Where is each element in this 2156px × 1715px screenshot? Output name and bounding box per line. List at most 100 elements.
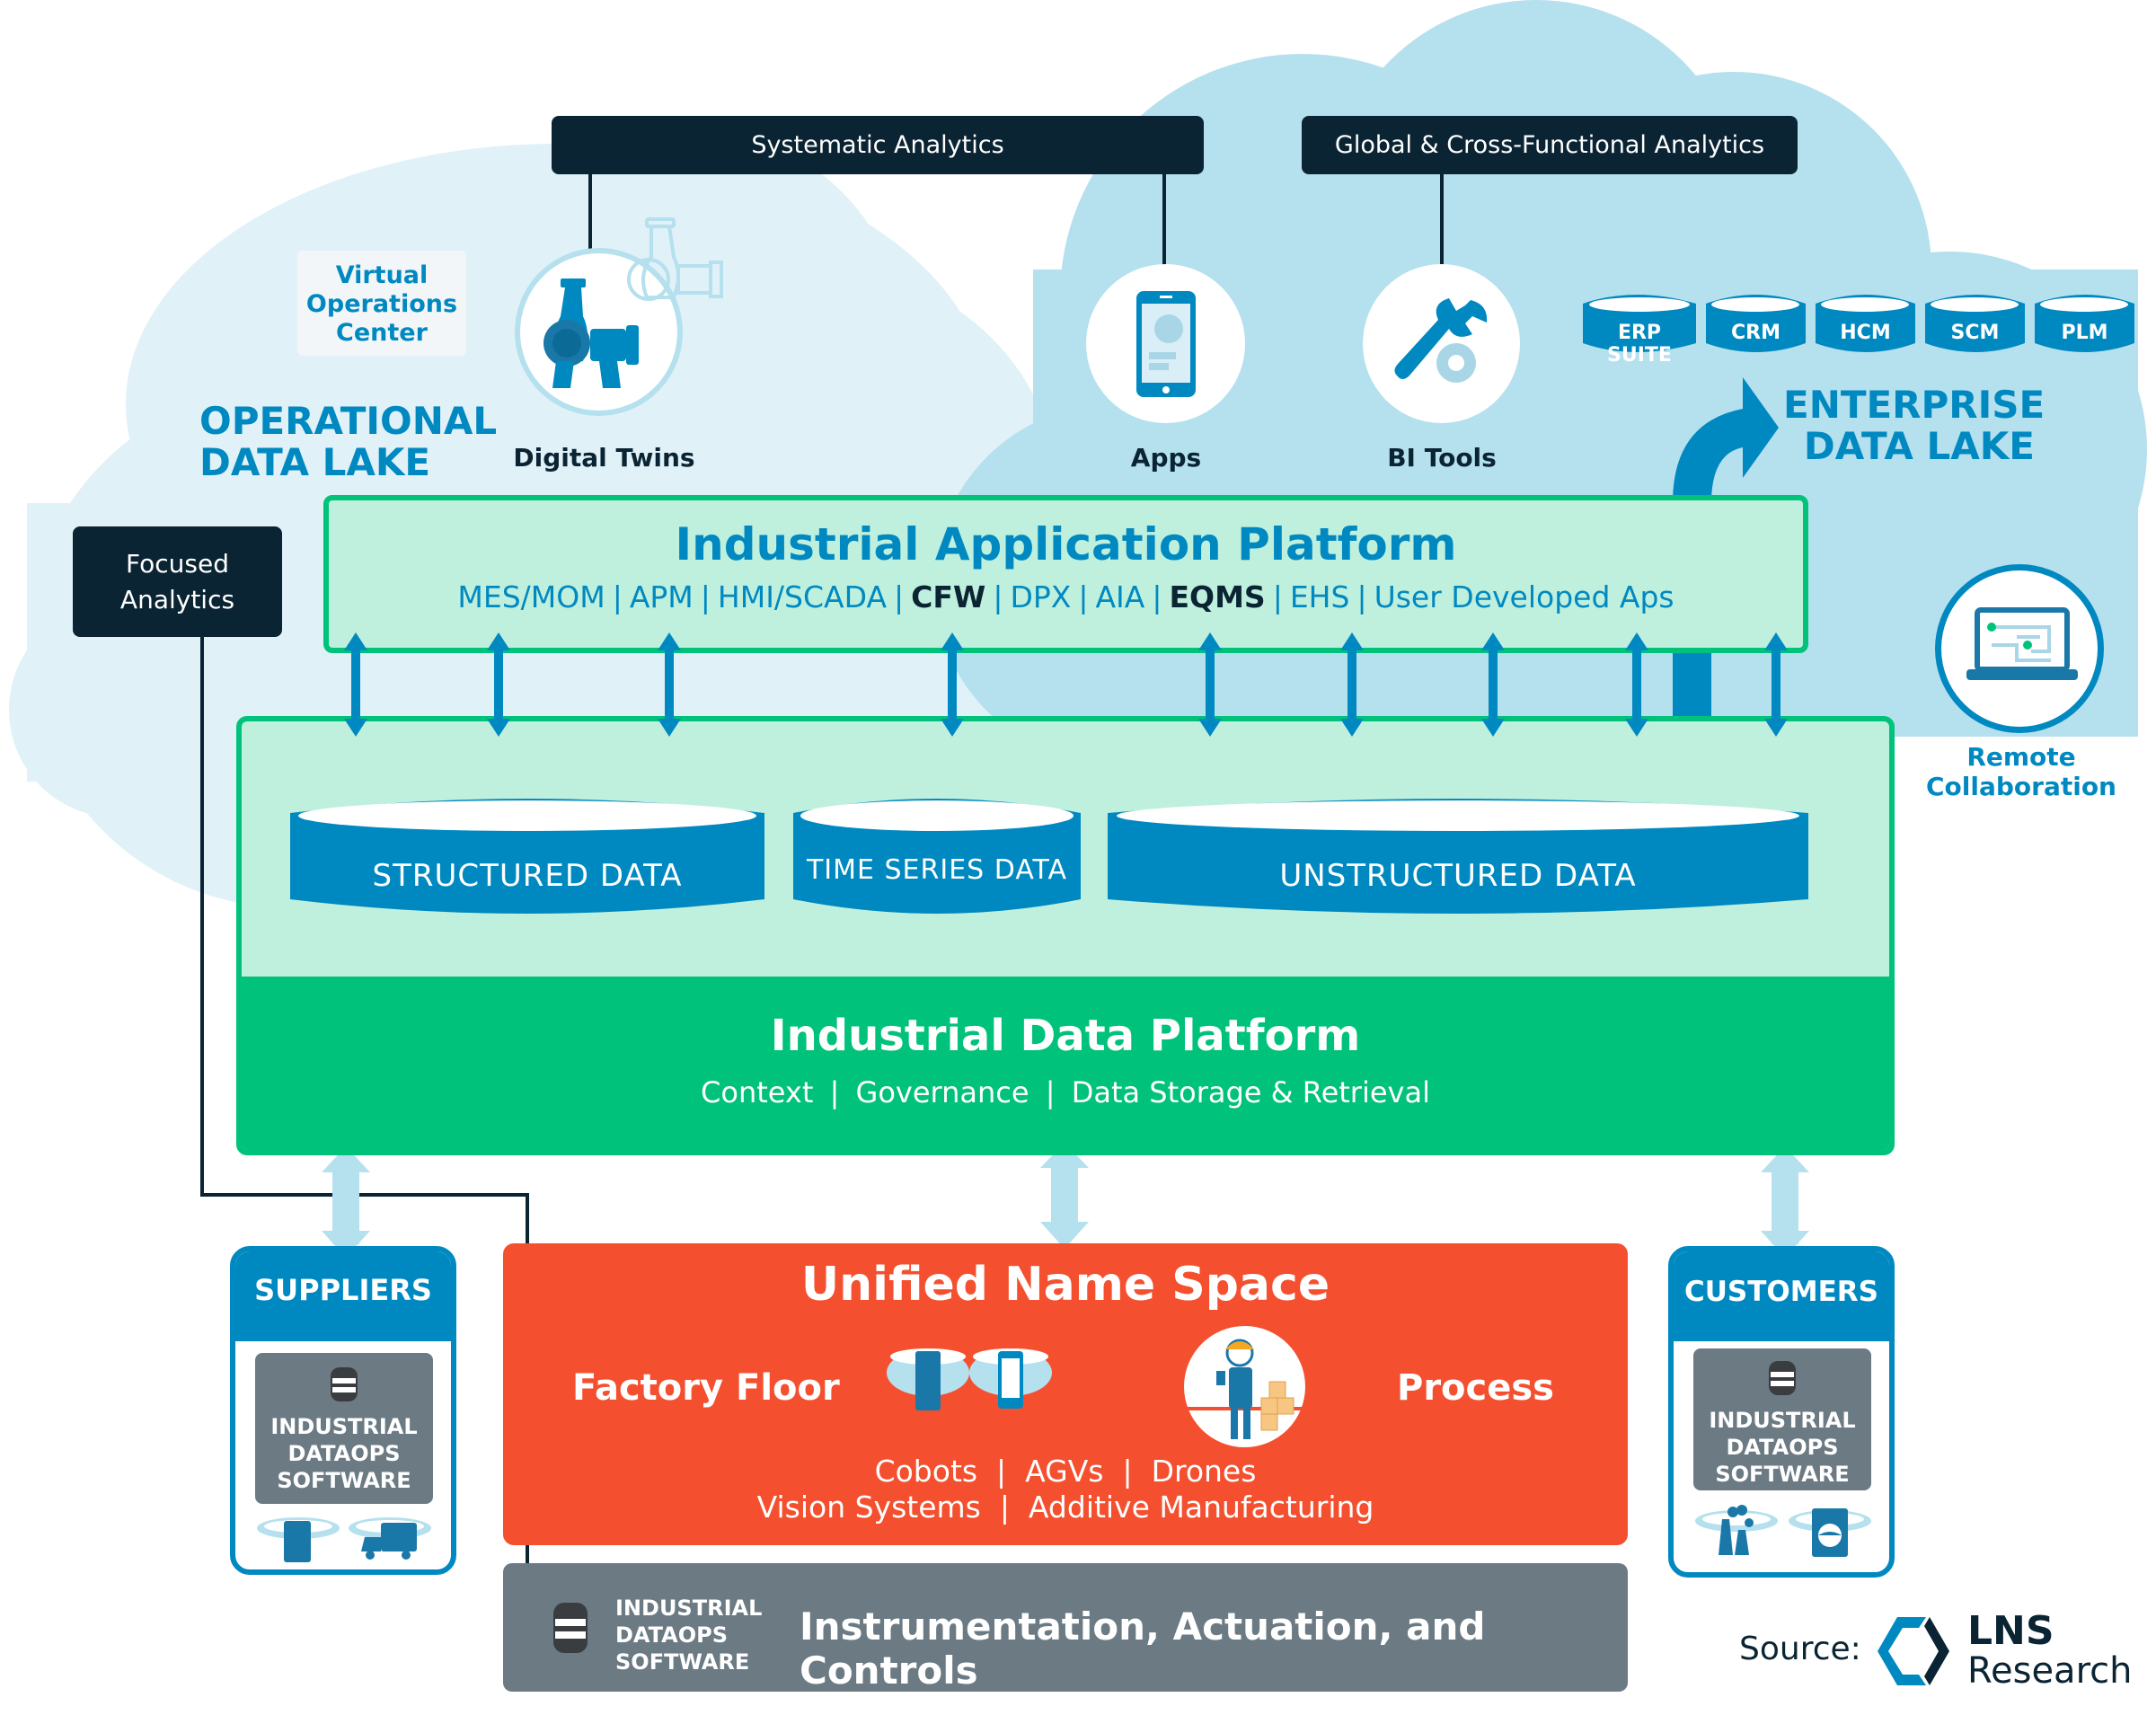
bidirectional-arrow xyxy=(487,632,510,737)
suppliers-dataops-line1: INDUSTRIAL xyxy=(270,1414,418,1439)
feature-separator: | xyxy=(1045,1075,1056,1109)
app-cfw: CFW xyxy=(911,579,986,614)
app-aia: AIA xyxy=(1095,579,1145,614)
store-structured-data: STRUCTURED DATA xyxy=(372,858,683,894)
database-icon xyxy=(553,1603,588,1653)
instr-dataops-line2: DATAOPS xyxy=(615,1622,728,1648)
data-store-cylinders xyxy=(290,799,1808,914)
laptop-circuit-icon xyxy=(1966,607,2078,680)
app-separator: | xyxy=(1152,579,1162,614)
customers-dataops-line3: SOFTWARE xyxy=(1715,1462,1850,1487)
uns-technologies-line1: Cobots | AGVs | Drones xyxy=(874,1454,1257,1489)
feature-context: Context xyxy=(701,1075,814,1109)
pump-icon xyxy=(543,278,639,388)
light-arrows xyxy=(322,1143,1809,1258)
system-hcm: HCM xyxy=(1840,322,1891,344)
enterprise-systems: ERP SUITE CRM HCM SCM PLM xyxy=(1581,289,2143,367)
voc-line2: Operations xyxy=(305,290,458,318)
bidirectional-arrow xyxy=(1481,632,1505,737)
system-scm: SCM xyxy=(1950,322,2000,344)
lns-logo-icon xyxy=(1878,1617,1949,1685)
database-icon xyxy=(1769,1361,1796,1395)
bidirectional-arrow xyxy=(1764,632,1788,737)
bidirectional-arrow xyxy=(1625,632,1648,737)
uns-technologies-line2: Vision Systems | Additive Manufacturing xyxy=(756,1490,1374,1525)
suppliers-dataops-line3: SOFTWARE xyxy=(277,1468,411,1493)
operational-title-line1: OPERATIONAL xyxy=(199,399,498,443)
app-hmi-scada: HMI/SCADA xyxy=(717,579,888,614)
bi-tools-label: BI Tools xyxy=(1387,443,1497,473)
worker-icon xyxy=(1184,1339,1305,1439)
store-time-series-data: TIME SERIES DATA xyxy=(806,854,1068,886)
ghost-pump-icon xyxy=(627,217,723,301)
app-platform-items: MES/MOM|APM|HMI/SCADA|CFW|DPX|AIA|EQMS|E… xyxy=(329,579,1803,614)
customers-dataops-box: INDUSTRIAL DATAOPS SOFTWARE xyxy=(1693,1348,1871,1490)
app-separator: | xyxy=(993,579,1003,614)
instrumentation-dataops: INDUSTRIAL DATAOPS SOFTWARE xyxy=(615,1595,762,1675)
data-platform-band: Industrial Data Platform Context | Gover… xyxy=(242,977,1889,1150)
virtual-operations-center: Virtual Operations Center xyxy=(297,251,466,356)
industrial-application-platform: Industrial Application Platform MES/MOM|… xyxy=(323,495,1808,653)
customers-dataops-line2: DATAOPS xyxy=(1726,1435,1839,1460)
app-dpx: DPX xyxy=(1010,579,1072,614)
platform-arrows xyxy=(344,632,1788,737)
store-unstructured-data: UNSTRUCTURED DATA xyxy=(1279,858,1637,894)
feature-governance: Governance xyxy=(855,1075,1029,1109)
system-plm: PLM xyxy=(2061,322,2108,344)
supplier-device-icons xyxy=(257,1517,431,1562)
app-apm: APM xyxy=(629,579,694,614)
operational-title-line2: DATA LAKE xyxy=(199,440,431,484)
remote-line2: Collaboration xyxy=(1925,772,2116,801)
wrench-gear-icon xyxy=(1394,298,1488,383)
apps-label: Apps xyxy=(1130,443,1202,473)
enterprise-cylinders-svg xyxy=(1583,295,2134,352)
suppliers-dataops-box: INDUSTRIAL DATAOPS SOFTWARE xyxy=(255,1353,433,1504)
app-mes-mom: MES/MOM xyxy=(457,579,605,614)
uns-title: Unified Name Space xyxy=(800,1258,1330,1312)
global-analytics-box: Global & Cross-Functional Analytics xyxy=(1302,116,1798,174)
lns-brand-line1: LNS xyxy=(1967,1608,2054,1654)
smartphone-icon xyxy=(1136,291,1196,397)
customers-panel: CUSTOMERS INDUSTRIAL DATAOPS SOFTWARE xyxy=(1668,1246,1895,1578)
data-platform-title: Industrial Data Platform xyxy=(770,1011,1361,1061)
worker-icon-circle xyxy=(1184,1326,1305,1447)
bi-tools-icon-circle xyxy=(1363,264,1520,423)
app-eqms: EQMS xyxy=(1169,579,1266,614)
industrial-data-platform: STRUCTURED DATA TIME SERIES DATA UNSTRUC… xyxy=(236,716,1895,1155)
instr-dataops-line1: INDUSTRIAL xyxy=(615,1596,763,1621)
bidirectional-arrow xyxy=(658,632,681,737)
suppliers-title: SUPPLIERS xyxy=(235,1251,451,1341)
data-platform-features: Context | Governance | Data Storage & Re… xyxy=(242,1075,1889,1109)
digital-twins-icon-circle xyxy=(515,248,683,416)
bidirectional-arrow xyxy=(941,632,964,737)
suppliers-dataops-line2: DATAOPS xyxy=(287,1441,401,1466)
unified-name-space: Unified Name Space Factory Floor Process… xyxy=(503,1243,1628,1545)
truck-icon xyxy=(381,1523,417,1551)
focused-analytics-line1: Focused xyxy=(126,548,229,579)
app-separator: | xyxy=(1356,579,1367,614)
voc-line3: Center xyxy=(336,319,428,347)
app-separator: | xyxy=(1078,579,1089,614)
app-separator: | xyxy=(700,579,711,614)
customers-title: CUSTOMERS xyxy=(1674,1251,1889,1341)
bidirectional-arrow xyxy=(344,632,367,737)
app-user-developed: User Developed Aps xyxy=(1374,579,1674,614)
enterprise-data-lake-title: ENTERPRISE DATA LAKE xyxy=(1783,385,2045,468)
system-erp-suite: ERP SUITE xyxy=(1607,322,1672,367)
app-separator: | xyxy=(894,579,905,614)
focused-analytics-box: Focused Analytics xyxy=(73,526,282,637)
apps-icon-circle xyxy=(1086,264,1245,423)
meter-icon xyxy=(284,1521,311,1562)
focused-analytics-line2: Analytics xyxy=(119,584,235,614)
app-separator: | xyxy=(612,579,623,614)
systematic-analytics-box: Systematic Analytics xyxy=(552,116,1204,174)
customer-device-icons xyxy=(1695,1505,1871,1557)
instrumentation-bar: INDUSTRIAL DATAOPS SOFTWARE Instrumentat… xyxy=(503,1563,1628,1693)
instrumentation-title: Instrumentation, Actuation, and Controls xyxy=(800,1604,1486,1693)
enterprise-title-line2: DATA LAKE xyxy=(1803,424,2035,468)
washing-machine-icon xyxy=(1812,1508,1848,1557)
factory-icon xyxy=(1719,1505,1754,1555)
operational-data-lake-title: OPERATIONAL DATA LAKE xyxy=(199,401,497,483)
suppliers-panel: SUPPLIERS INDUSTRIAL DATAOPS SOFTWARE xyxy=(230,1246,456,1575)
instr-dataops-line3: SOFTWARE xyxy=(615,1649,750,1675)
